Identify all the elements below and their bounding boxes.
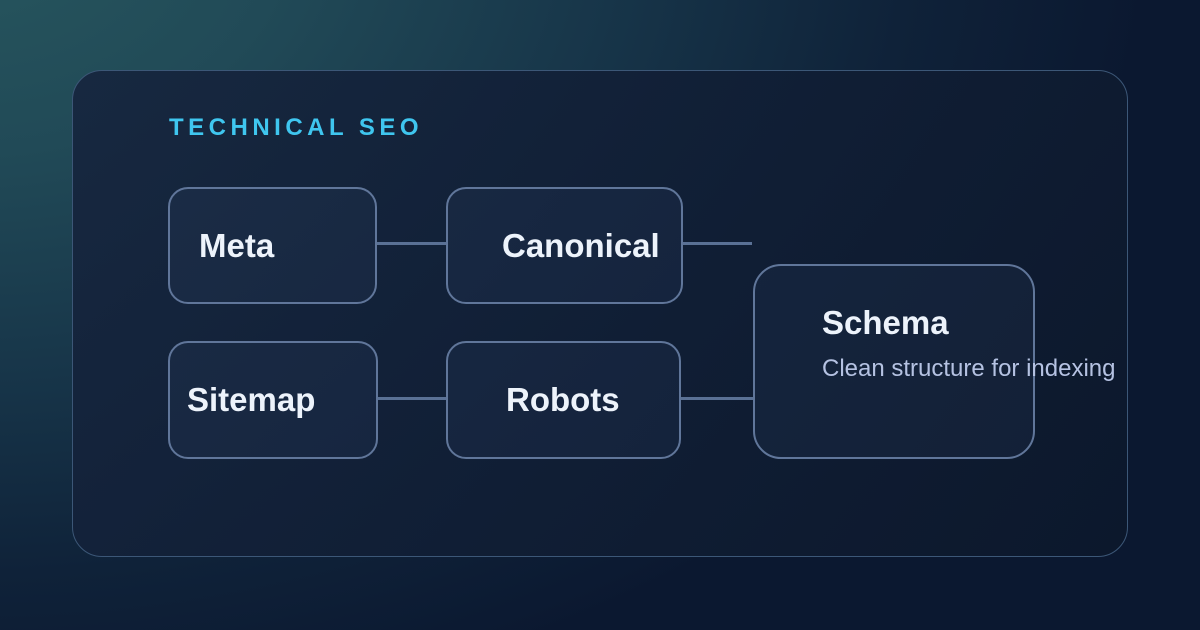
connector-robots-schema bbox=[681, 397, 753, 400]
card-title: TECHNICAL SEO bbox=[169, 114, 424, 141]
connector-sitemap-robots bbox=[378, 397, 446, 400]
node-canonical-label: Canonical bbox=[502, 226, 660, 264]
node-robots-label: Robots bbox=[506, 381, 620, 418]
node-schema: Schema Clean structure for indexing bbox=[753, 264, 1116, 459]
node-sitemap-label: Sitemap bbox=[187, 381, 316, 418]
connector-meta-canonical bbox=[377, 242, 446, 245]
node-schema-description: Clean structure for indexing bbox=[822, 355, 1116, 382]
node-meta-label: Meta bbox=[199, 226, 275, 264]
node-sitemap: Sitemap bbox=[168, 341, 378, 459]
node-robots: Robots bbox=[446, 341, 681, 459]
node-meta: Meta bbox=[168, 187, 377, 304]
node-canonical: Canonical bbox=[446, 187, 683, 304]
technical-seo-card: TECHNICAL SEO Meta Canonical Sitemap Rob… bbox=[72, 70, 1128, 557]
connector-canonical-schema bbox=[683, 242, 752, 245]
node-schema-label: Schema bbox=[822, 304, 949, 341]
